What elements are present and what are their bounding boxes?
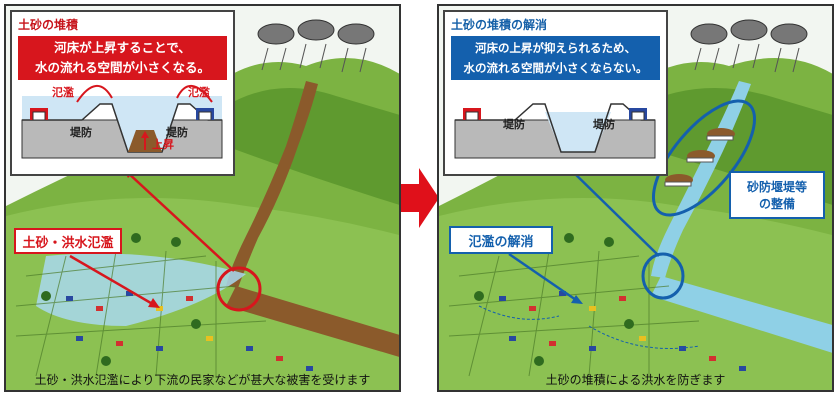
flood-label-right: 氾濫 xyxy=(188,86,210,99)
inset-banner: 河床が上昇することで、 水の流れる空間が小さくなる。 xyxy=(18,36,227,80)
inset-after: 土砂の堆積の解消 河床の上昇が抑えられるため、 水の流れる空間が小さくならない。… xyxy=(443,10,668,176)
callout-sabo-dam: 砂防堰堤等 の整備 xyxy=(729,171,825,219)
cross-section-before xyxy=(21,85,223,159)
pointer-arrow-flood xyxy=(69,254,157,308)
levee-label-right: 堤防 xyxy=(166,126,188,139)
river-highlight-circle xyxy=(641,252,685,300)
rise-label: 上昇 xyxy=(152,138,174,151)
levee-label-left: 堤防 xyxy=(503,118,525,131)
sabo-dam-highlight xyxy=(651,99,757,217)
left-panel: 土砂の堆積 河床が上昇することで、 水の流れる空間が小さくなる。 氾濫 氾濫 堤… xyxy=(4,4,401,392)
right-panel: 土砂の堆積の解消 河床の上昇が抑えられるため、 水の流れる空間が小さくならない。… xyxy=(437,4,834,392)
inset-title: 土砂の堆積の解消 xyxy=(451,18,548,32)
levee-label-left: 堤防 xyxy=(70,126,92,139)
inset-title: 土砂の堆積 xyxy=(18,18,79,32)
inset-banner: 河床の上昇が抑えられるため、 水の流れる空間が小さくならない。 xyxy=(451,36,660,80)
inset-before: 土砂の堆積 河床が上昇することで、 水の流れる空間が小さくなる。 氾濫 氾濫 堤… xyxy=(10,10,235,176)
caption-left: 土砂・洪水氾濫により下流の民家などが甚大な被害を受けます xyxy=(34,373,371,387)
callout-flood-resolved: 氾濫の解消 xyxy=(449,226,553,254)
levee-label-right: 堤防 xyxy=(593,118,615,131)
debris-highlight-circle xyxy=(216,266,262,312)
pointer-arrow-flood-resolved xyxy=(508,252,580,304)
flood-label-left: 氾濫 xyxy=(52,86,74,99)
pointer-arrow-inset xyxy=(125,170,235,272)
caption-right: 土砂の堆積による洪水を防ぎます xyxy=(545,373,726,387)
cross-section-after xyxy=(454,96,656,159)
right-arrow-icon xyxy=(401,168,439,228)
pointer-arrow-inset xyxy=(568,167,660,257)
callout-debris-flood: 土砂・洪水氾濫 xyxy=(14,228,122,254)
